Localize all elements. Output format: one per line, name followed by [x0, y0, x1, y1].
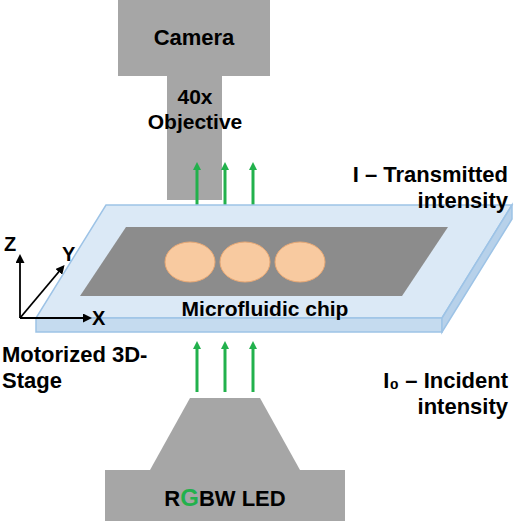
led-base: RGBW LED — [105, 470, 345, 521]
objective-label-box: 40x Objective — [126, 80, 264, 138]
axes — [20, 258, 88, 318]
callout-label: Motorized 3D-Stage — [2, 342, 152, 395]
node-text: Camera — [154, 25, 235, 51]
incident-arrows — [197, 345, 253, 392]
callout-label: I₀ – Incident intensity — [290, 368, 508, 421]
camera-box: Camera — [118, 0, 270, 76]
node-text: G — [180, 484, 199, 513]
axis-label: Y — [62, 242, 84, 266]
led-body — [150, 398, 300, 470]
axis-label: X — [92, 306, 112, 330]
node-text: BW LED — [199, 486, 286, 512]
node-text: R — [164, 486, 180, 512]
callout-label: Microfluidic chip — [140, 296, 390, 321]
droplets — [165, 242, 325, 282]
callout-label: I – Transmitted intensity — [290, 162, 508, 215]
axis-label: Z — [4, 232, 24, 256]
node-text: 40x Objective — [140, 84, 250, 134]
chip-channel — [80, 227, 448, 296]
chip-side — [442, 205, 512, 332]
